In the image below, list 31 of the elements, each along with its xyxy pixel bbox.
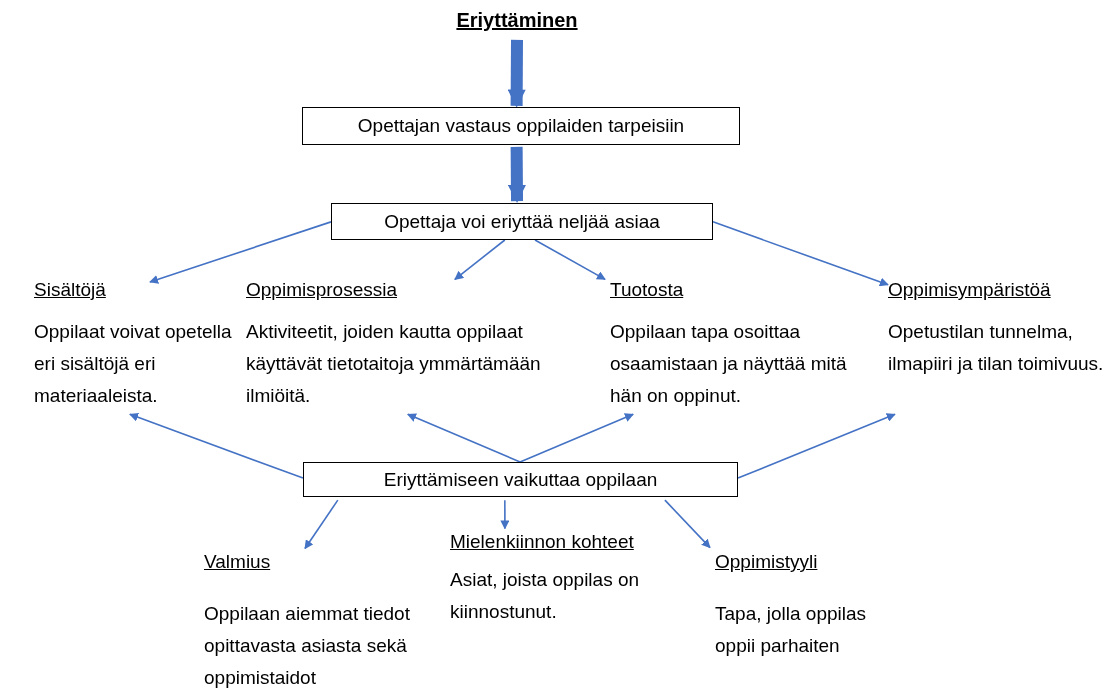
arrow xyxy=(304,499,339,550)
arrow xyxy=(737,413,896,479)
arrow xyxy=(500,499,510,530)
block-arrow xyxy=(507,146,526,203)
description: Asiat, joista oppilas on kiinnostunut. xyxy=(450,568,641,624)
arrow xyxy=(664,499,711,549)
arrow xyxy=(407,413,521,463)
process-box: Eriyttämiseen vaikuttaa oppilaan xyxy=(303,462,738,497)
arrow xyxy=(519,413,634,463)
arrow xyxy=(454,239,506,281)
process-box: Opettajan vastaus oppilaiden tarpeisiin xyxy=(302,107,740,145)
arrow xyxy=(149,221,332,284)
block-arrow xyxy=(507,39,526,108)
heading: Sisältöjä xyxy=(34,278,107,302)
heading: Oppimistyyli xyxy=(715,550,819,574)
heading: Tuotosta xyxy=(610,278,685,302)
heading: Oppimisympäristöä xyxy=(888,278,1052,302)
description: Aktiviteetit, joiden kautta oppilaat käyttävät tietotaitoja ymmärtämään ilmiöitä. xyxy=(246,320,542,408)
heading: Oppimisprosessia xyxy=(246,278,398,302)
description: Oppilaan aiemmat tiedot opittavasta asiasta sekä oppimistaidot xyxy=(204,602,411,690)
description: Tapa, jolla oppilas oppii parhaiten xyxy=(715,602,868,658)
heading: Valmius xyxy=(204,550,272,574)
process-box: Opettaja voi eriyttää neljää asiaa xyxy=(331,203,713,240)
heading: Mielenkiinnon kohteet xyxy=(450,530,635,554)
description: Oppilaan tapa osoittaa osaamistaan ja näyttää mitä hän on oppinut. xyxy=(610,320,848,408)
arrow xyxy=(534,239,606,281)
arrow xyxy=(712,221,889,287)
arrow xyxy=(129,412,304,479)
description: Oppilaat voivat opetella eri sisältöjä eri materiaaleista. xyxy=(34,320,233,408)
heading: Eriyttäminen xyxy=(440,6,594,36)
description: Opetustilan tunnelma, ilmapiiri ja tilan toimivuus. xyxy=(888,320,1105,376)
